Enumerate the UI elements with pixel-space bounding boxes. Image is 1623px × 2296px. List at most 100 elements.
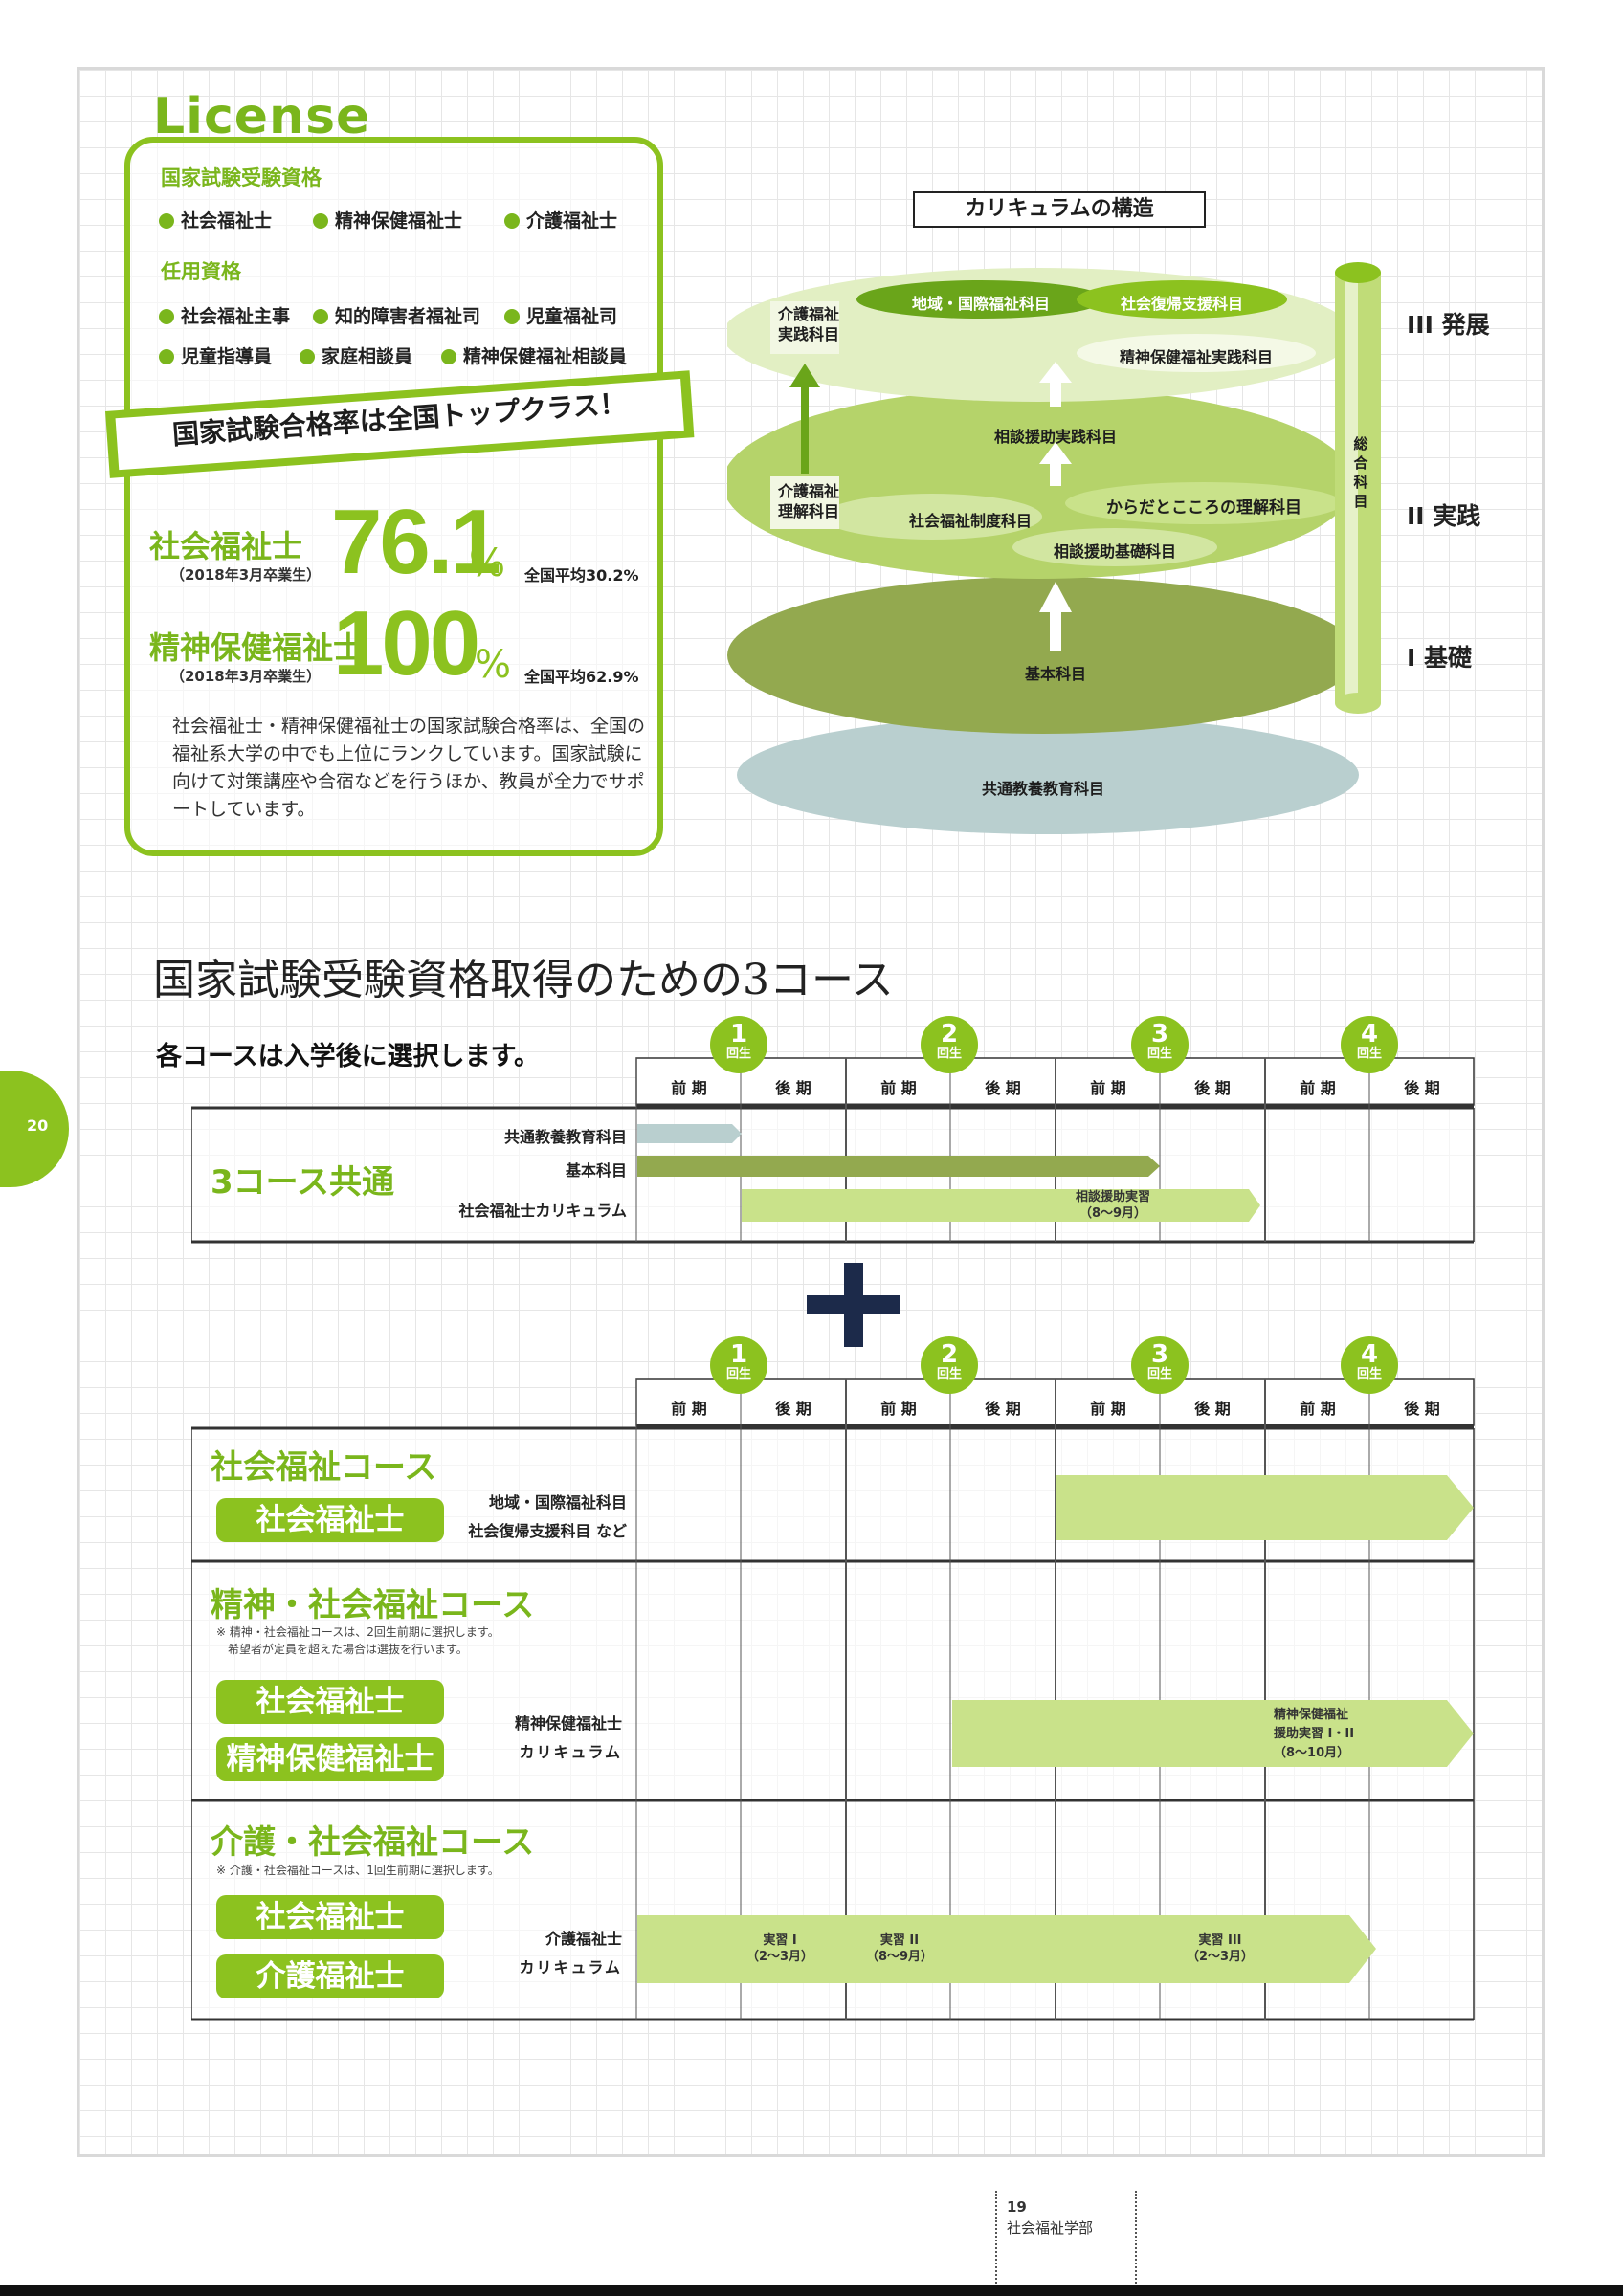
license-box <box>124 137 663 856</box>
welfare-system-oval <box>822 494 1042 540</box>
term-header: 前 期 <box>1300 1079 1336 1097</box>
body-mind-oval <box>1065 482 1343 524</box>
bullet-icon <box>313 213 328 229</box>
courses-subheading: 各コースは入学後に選択します。 <box>156 1042 540 1071</box>
common-education-ellipse <box>737 716 1359 834</box>
comprehensive-label: 総合科目 <box>1353 435 1368 510</box>
bullet-icon <box>300 349 315 364</box>
row-label: 共通教養教育科目 <box>503 1128 627 1146</box>
bullet-icon <box>313 309 328 324</box>
practicum-label: 実習 II （8〜9月） <box>865 1933 934 1964</box>
row-label: 基本科目 <box>565 1161 627 1180</box>
practicum-label: 実習 III （2〜3月） <box>1186 1933 1255 1964</box>
level-development: III 発展 <box>1407 311 1490 339</box>
counseling-practice-label: 相談援助実践科目 <box>993 428 1117 446</box>
appoint-item: 児童福祉司 <box>504 302 617 328</box>
row-label: 社会福祉士カリキュラム <box>458 1202 627 1220</box>
row-label: 地域・国際福祉科目 <box>488 1493 627 1512</box>
bullet-icon <box>504 309 520 324</box>
care-understanding-label: 介護福祉 理解科目 <box>777 482 839 520</box>
bottom-band <box>0 2285 1623 2296</box>
social-welfare-course-title: 社会福祉コース <box>211 1448 437 1487</box>
rate-subtitle: （2018年3月卒業生） <box>170 566 322 584</box>
up-arrow-icon <box>1039 362 1072 383</box>
term-header: 後 期 <box>985 1079 1021 1097</box>
common-education-label: 共通教養教育科目 <box>981 780 1104 798</box>
appoint-item: 家庭相談員 <box>300 342 412 368</box>
license-heading: License <box>153 88 371 145</box>
row-label: カリキュラム <box>519 1958 622 1976</box>
appoint-item: 児童指導員 <box>159 342 272 368</box>
mental-health-practice-oval <box>1077 334 1316 372</box>
mental-health-practice-label: 精神保健福祉実践科目 <box>1119 348 1273 366</box>
common-course-title: 3コース共通 <box>211 1163 394 1202</box>
row-label: 介護福祉士 <box>545 1930 622 1948</box>
practicum-label: 実習 I （2〜3月） <box>745 1933 814 1964</box>
qualification-pill: 社会福祉士 <box>216 1498 444 1542</box>
bullet-icon <box>159 213 174 229</box>
term-header: 後 期 <box>1194 1079 1231 1097</box>
exam-qualification-heading: 国家試験受験資格 <box>161 166 322 189</box>
rate-value: 100 <box>333 592 480 695</box>
rate-average: 全国平均62.9% <box>524 668 639 686</box>
footer-page-number: 19 <box>1007 2198 1027 2216</box>
curriculum-diagram <box>727 262 1381 834</box>
care-practice-box <box>770 301 839 354</box>
bullet-icon <box>159 349 174 364</box>
level-foundation: I 基礎 <box>1407 644 1473 672</box>
appointment-qualification-heading: 任用資格 <box>161 260 241 283</box>
row-label: 精神保健福祉士 <box>514 1714 622 1733</box>
exam-item: 社会福祉士 <box>159 207 272 232</box>
qualification-pill: 社会福祉士 <box>216 1680 444 1724</box>
term-header: 後 期 <box>1194 1400 1231 1418</box>
bullet-icon <box>441 349 456 364</box>
curriculum-title: カリキュラムの構造 <box>913 191 1206 228</box>
appoint-item: 知的障害者福祉司 <box>313 302 480 328</box>
practicum-label: 相談援助実習 （8〜9月） <box>1075 1190 1150 1221</box>
term-header: 後 期 <box>1404 1400 1440 1418</box>
social-reintegration-label: 社会復帰支援科目 <box>1120 295 1243 313</box>
course-note: ※ 精神・社会福祉コースは、2回生前期に選択します。 希望者が定員を超えた場合は… <box>216 1625 500 1656</box>
practicum-label: 精神保健福祉 援助実習 I・II （8〜10月） <box>1274 1708 1355 1760</box>
mental-social-course-title: 精神・社会福祉コース <box>211 1586 535 1624</box>
term-header: 前 期 <box>880 1079 917 1097</box>
row-label: カリキュラム <box>519 1743 622 1761</box>
footer: 19 社会福祉学部 <box>995 2191 1137 2286</box>
exam-item: 精神保健福祉士 <box>313 207 462 232</box>
footer-department: 社会福祉学部 <box>1007 2219 1094 2237</box>
regional-international-oval <box>856 280 1105 319</box>
rate-name: 精神保健福祉士 <box>149 629 365 666</box>
rate-name: 社会福祉士 <box>149 528 303 564</box>
course-note: ※ 介護・社会福祉コースは、1回生前期に選択します。 <box>216 1864 500 1877</box>
term-header: 後 期 <box>775 1079 812 1097</box>
qualification-pill: 社会福祉士 <box>216 1895 444 1939</box>
common-timeline <box>191 1057 1475 1244</box>
up-arrow-icon <box>1039 582 1072 612</box>
rate-average: 全国平均30.2% <box>524 566 639 585</box>
body-mind-label: からだとこころの理解科目 <box>1106 498 1301 518</box>
bullet-icon <box>504 213 520 229</box>
page-number: 20 <box>27 1116 49 1135</box>
row-label: 社会復帰支援科目 など <box>468 1522 627 1540</box>
counseling-basic-label: 相談援助基礎科目 <box>1053 542 1176 561</box>
social-reintegration-oval <box>1077 280 1287 319</box>
basic-subjects-label: 基本科目 <box>1024 665 1086 683</box>
term-header: 後 期 <box>775 1400 812 1418</box>
bullet-icon <box>159 309 174 324</box>
level-practice: II 実践 <box>1407 502 1481 530</box>
up-arrow-icon <box>789 364 820 387</box>
rate-value: 76.1 <box>331 491 501 593</box>
rate-unit: % <box>469 541 506 585</box>
term-header: 前 期 <box>880 1400 917 1418</box>
care-practice-label: 介護福祉 実践科目 <box>777 305 839 343</box>
term-header: 前 期 <box>1090 1079 1126 1097</box>
exam-item: 介護福祉士 <box>504 207 617 232</box>
care-understanding-box <box>770 476 839 529</box>
